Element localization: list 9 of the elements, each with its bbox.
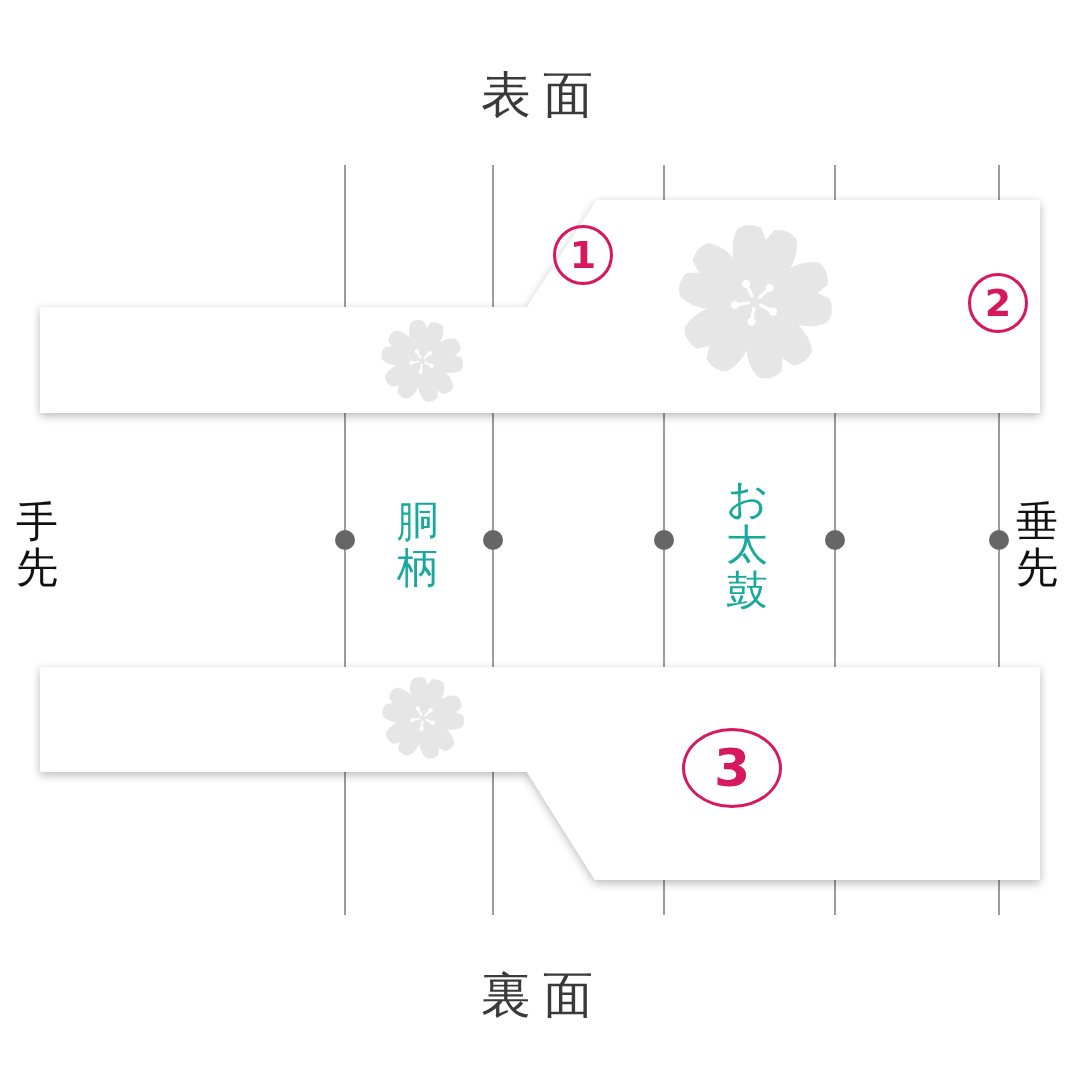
- side-label: 垂先: [1016, 499, 1058, 591]
- callout-number: 3: [682, 728, 782, 808]
- side-label: 手先: [16, 499, 58, 591]
- section-label: お太鼓: [726, 476, 768, 614]
- callout-number: 2: [968, 273, 1028, 333]
- heading: 裏面: [480, 970, 605, 1020]
- callout-number: 1: [553, 225, 613, 285]
- heading: 表面: [480, 70, 605, 120]
- section-label: 胴柄: [397, 499, 439, 591]
